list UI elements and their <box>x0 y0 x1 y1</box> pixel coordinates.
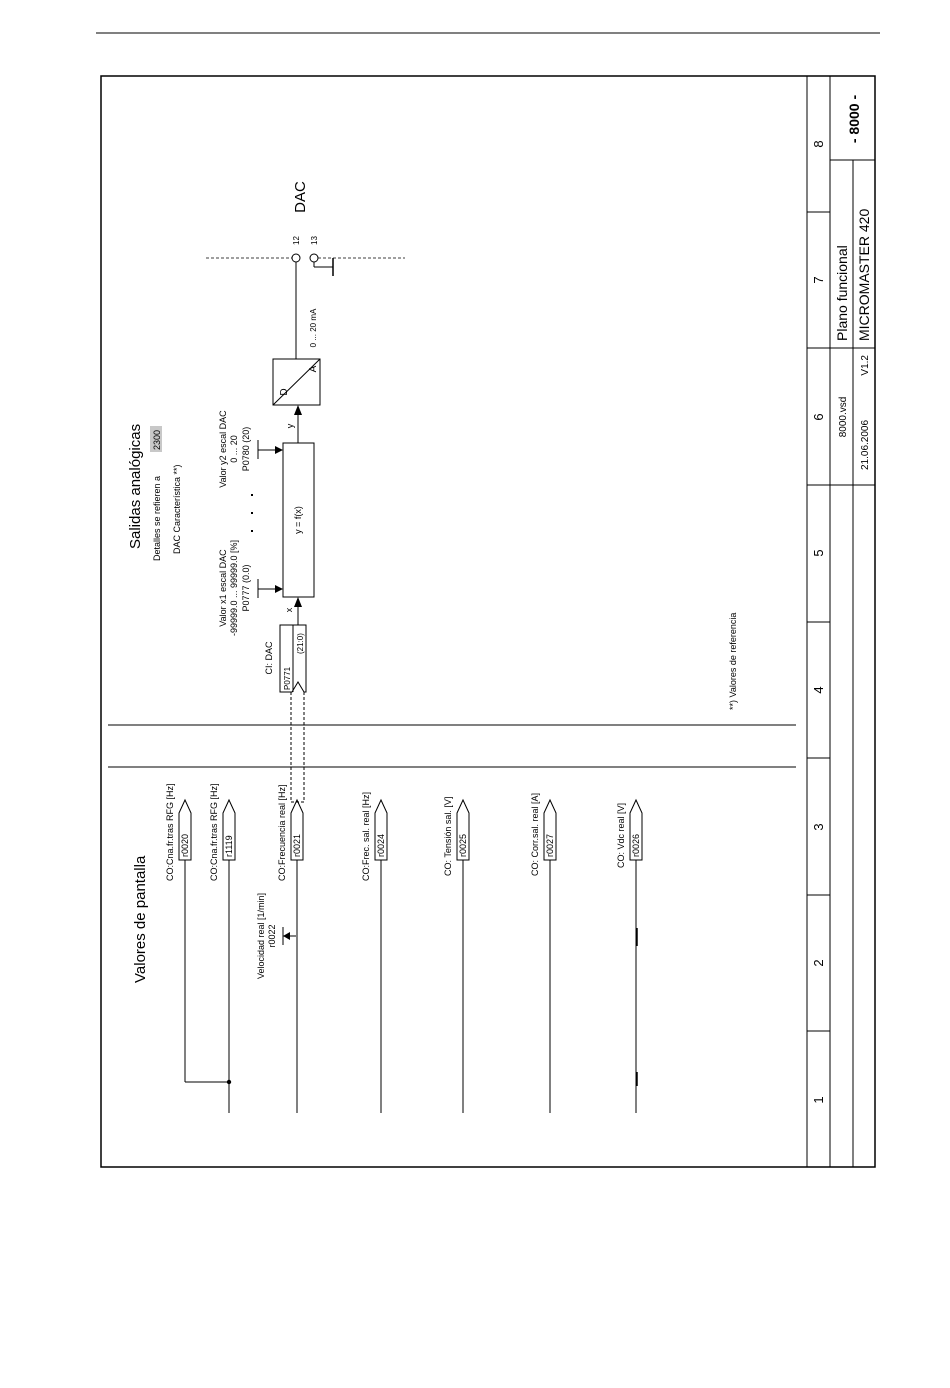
dac-label: DAC <box>292 181 309 213</box>
connector-title: CO: Vdc real [V] <box>616 803 626 868</box>
column-dividers <box>807 211 830 1032</box>
details-ref: 2300 <box>152 430 162 450</box>
section-right-title: Salidas analógicas <box>127 424 144 549</box>
speed-r0022: Velocidad real [1/min] r0022 <box>256 893 296 979</box>
y2-param-arrow <box>257 440 283 459</box>
terminal-13: 13 <box>309 236 334 276</box>
column-number-5: 5 <box>811 549 826 556</box>
connector-param: r1119 <box>224 835 234 857</box>
x1-range: -99999.0 ... 99999.0 [%] <box>229 540 239 636</box>
connector-title: CO: Corr.sal. real [A] <box>530 793 540 876</box>
title-block-page: - 8000 - <box>846 95 862 144</box>
connector-title: CO:Frec. sal. real [Hz] <box>361 792 371 881</box>
connector-r0024: CO:Frec. sal. real [Hz] r0024 <box>361 792 388 1113</box>
footnote: **) Valores de referencia <box>728 613 738 710</box>
column-number-3: 3 <box>811 823 826 830</box>
connector-title: CO:Cna.fr.tras RFG [Hz] <box>165 783 175 881</box>
title-block-file: 8000.vsd <box>838 397 849 438</box>
function-label: y = f(x) <box>293 506 303 534</box>
column-number-1: 1 <box>811 1096 826 1103</box>
connector-param: r0027 <box>545 834 555 857</box>
speed-title: Velocidad real [1/min] <box>256 893 266 979</box>
sheet-frame <box>100 75 876 1168</box>
y-label: y <box>285 423 295 428</box>
y2-param: P0780 (20) <box>241 427 251 472</box>
connector-r0025: CO: Tensión sal. [V] r0025 <box>443 797 470 1113</box>
ci-dac-connector: CI: DAC P0771 (21:0) <box>264 624 307 693</box>
connector-r1119: CO:Cna.fr.tras RFG [Hz] r1119 <box>209 783 236 1113</box>
column-number-7: 7 <box>811 276 826 283</box>
terminal-12-label: 12 <box>292 236 301 245</box>
title-block-grid <box>830 159 875 486</box>
ci-dac-value: (21:0) <box>296 633 305 654</box>
section-left-title: Valores de pantalla <box>132 855 149 983</box>
column-number-8: 8 <box>811 140 826 147</box>
y2-range: 0 ... 20 <box>229 435 239 463</box>
function-block <box>282 442 315 598</box>
dac-characteristic: DAC Característica **) <box>172 464 182 554</box>
ci-dac-title: CI: DAC <box>264 641 274 675</box>
junction-dot <box>226 1079 232 1085</box>
x1-param: P0777 (0.0) <box>241 564 251 611</box>
title-block-product: MICROMASTER 420 <box>856 209 872 341</box>
terminal-12: 12 <box>291 236 301 263</box>
current-range: 0 ... 20 mA <box>309 308 318 347</box>
column-number-6: 6 <box>811 413 826 420</box>
x1-param-arrow <box>257 579 283 598</box>
connector-r0026: CO: Vdc real [V] r0026 <box>616 798 643 1113</box>
connector-param: r0021 <box>292 834 302 857</box>
column-number-4: 4 <box>811 686 826 693</box>
column-number-2: 2 <box>811 959 826 966</box>
connector-r0021: CO:Frecuencia real [Hz] r0021 <box>277 784 304 1113</box>
da-converter: D A <box>272 358 321 406</box>
scaling-dots <box>251 494 253 532</box>
connector-r0027: CO: Corr.sal. real [A] r0027 <box>530 793 557 1113</box>
ci-dac-param: P0771 <box>283 666 292 690</box>
connector-title: CO:Cna.fr.tras RFG [Hz] <box>209 783 219 881</box>
speed-param: r0022 <box>267 924 277 947</box>
title-block-plan: Plano funcional <box>834 245 850 341</box>
connector-param: r0020 <box>180 834 190 857</box>
connector-r0020: CO:Cna.fr.tras RFG [Hz] r0020 <box>165 783 229 1083</box>
details-ref-highlight <box>150 426 162 452</box>
connector-param: r0024 <box>376 834 386 857</box>
connector-title: CO: Tensión sal. [V] <box>443 797 453 876</box>
connector-param: r0026 <box>631 834 641 857</box>
details-prefix: Detalles se refieren a <box>152 476 162 561</box>
y2-title: Valor y2 escal DAC <box>218 410 228 488</box>
terminal-13-label: 13 <box>310 236 319 245</box>
x1-title: Valor x1 escal DAC <box>218 549 228 627</box>
x-label: x <box>284 607 294 612</box>
connector-title: CO:Frecuencia real [Hz] <box>277 784 287 881</box>
connector-param: r0025 <box>458 834 468 857</box>
title-block-version: V1.2 <box>860 355 871 376</box>
converter-a: A <box>308 365 319 372</box>
converter-d: D <box>279 388 290 395</box>
title-block-date: 21.06.2006 <box>860 420 871 470</box>
dashed-wiring <box>290 692 305 803</box>
